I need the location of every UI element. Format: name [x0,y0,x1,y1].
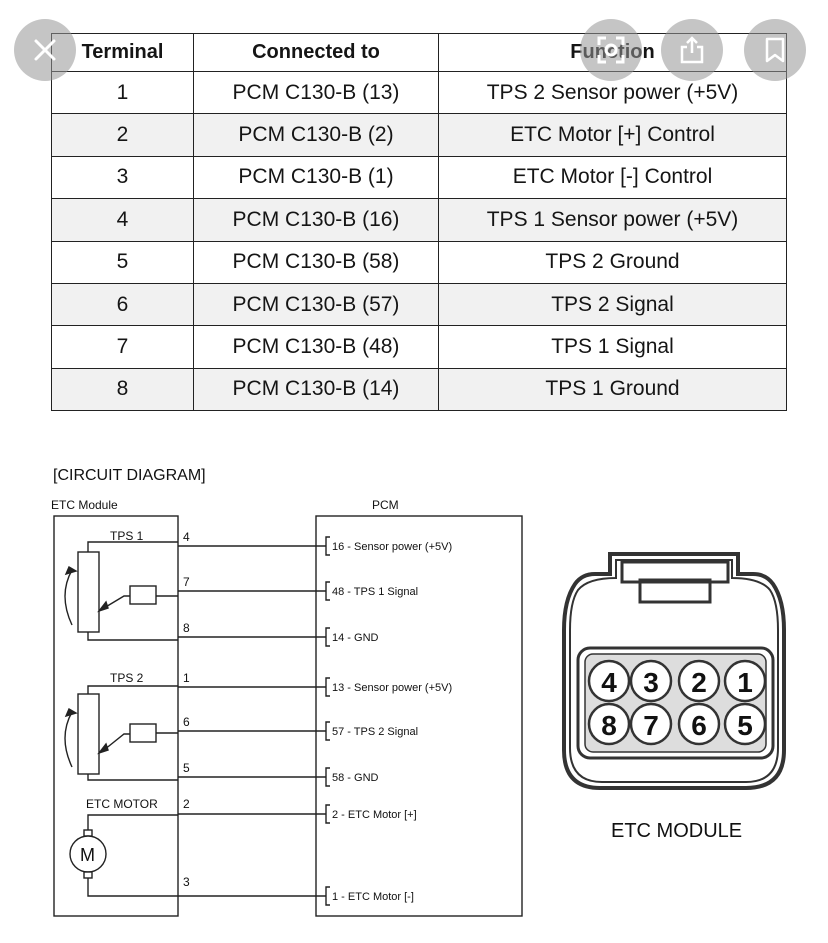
table-row: 2 PCM C130-B (2) ETC Motor [+] Control [51,113,787,157]
pin-number: 6 [691,710,707,741]
wire-pcm-label: 1 - ETC Motor [-] [332,891,414,903]
table-row: 6 PCM C130-B (57) TPS 2 Signal [51,282,787,327]
header-connected-to: Connected to [193,33,439,72]
wire-pin: 2 [183,797,190,811]
cell-terminal: 3 [51,155,194,200]
lens-button[interactable] [580,19,642,81]
wire-pin: 8 [183,621,190,635]
wire: 1 13 - Sensor power (+5V) [178,671,452,697]
cell-function: TPS 1 Signal [438,325,787,369]
connector-pin [723,659,767,703]
wire: 4 16 - Sensor power (+5V) [178,530,452,556]
cell-terminal: 4 [51,198,194,242]
connector-pin [587,659,631,703]
cell-function: ETC Motor [-] Control [438,155,787,200]
wire-pin: 1 [183,671,190,685]
wires: 4 16 - Sensor power (+5V) 7 48 - TPS 1 S… [178,530,452,906]
tps1-sensor: TPS 1 [64,529,178,641]
table-row: 3 PCM C130-B (1) ETC Motor [-] Control [51,155,787,200]
wire: 5 58 - GND [178,761,379,787]
tps1-label: TPS 1 [110,529,144,543]
close-icon [34,39,56,61]
table-row: 8 PCM C130-B (14) TPS 1 Ground [51,367,787,412]
wire: 6 57 - TPS 2 Signal [178,715,418,741]
etc-module-label: ETC Module [51,498,118,512]
cell-terminal: 6 [51,282,194,327]
wire-pcm-label: 57 - TPS 2 Signal [332,726,418,738]
etc-motor-label: ETC MOTOR [86,797,158,811]
pcm-box [315,515,523,917]
wire-pcm-label: 2 - ETC Motor [+] [332,809,417,821]
etc-connector: 4 3 2 1 8 7 6 5 [562,552,786,790]
wire-pcm-label: 14 - GND [332,632,379,644]
cell-function: TPS 1 Ground [438,367,787,412]
wire: 8 14 - GND [178,621,379,647]
wire: 7 48 - TPS 1 Signal [178,575,418,601]
cell-terminal: 5 [51,240,194,284]
cell-connected-to: PCM C130-B (13) [193,70,439,115]
wire-pin: 5 [183,761,190,775]
pin-number: 1 [737,667,753,698]
tps2-label: TPS 2 [110,671,144,685]
connector-pin [587,702,631,746]
cell-terminal: 1 [51,70,194,115]
table-row: 4 PCM C130-B (16) TPS 1 Sensor power (+5… [51,198,787,242]
cell-connected-to: PCM C130-B (1) [193,155,439,200]
circuit-diagram: [CIRCUIT DIAGRAM] ETC Module PCM TPS 1 T… [51,467,786,917]
wire-pin: 3 [183,875,190,889]
bookmark-icon [765,37,785,63]
wire: 2 2 - ETC Motor [+] [178,797,417,824]
cell-connected-to: PCM C130-B (16) [193,198,439,242]
connector-caption: ETC MODULE [611,820,742,842]
pin-number: 8 [601,710,617,741]
terminal-table: Terminal Connected to Function 1 PCM C13… [51,33,787,412]
etc-motor: ETC MOTOR M [69,797,178,897]
cell-terminal: 2 [51,113,194,157]
cell-connected-to: PCM C130-B (2) [193,113,439,157]
motor-letter: M [80,845,95,865]
pin-number: 3 [643,667,659,698]
wire-pcm-label: 16 - Sensor power (+5V) [332,541,452,553]
wire: 3 1 - ETC Motor [-] [178,875,414,906]
diagram-title: [CIRCUIT DIAGRAM] [53,467,206,484]
share-icon [680,36,704,64]
cell-function: ETC Motor [+] Control [438,113,787,157]
pin-number: 5 [737,710,753,741]
lens-icon [597,36,625,64]
table-row: 1 PCM C130-B (13) TPS 2 Sensor power (+5… [51,70,787,115]
table-row: 7 PCM C130-B (48) TPS 1 Signal [51,325,787,369]
pin-number: 4 [601,667,617,698]
cell-function: TPS 2 Ground [438,240,787,284]
etc-module-box [53,515,179,917]
wire-pin: 7 [183,575,190,589]
cell-connected-to: PCM C130-B (57) [193,282,439,327]
close-button[interactable] [14,19,76,81]
bookmark-button[interactable] [744,19,806,81]
cell-connected-to: PCM C130-B (58) [193,240,439,284]
cell-connected-to: PCM C130-B (48) [193,325,439,369]
wire-pin: 4 [183,530,190,544]
cell-function: TPS 2 Signal [438,282,787,327]
pin-number: 7 [643,710,659,741]
connector-pin [723,702,767,746]
pin-number: 2 [691,667,707,698]
table-row: 5 PCM C130-B (58) TPS 2 Ground [51,240,787,284]
share-button[interactable] [661,19,723,81]
pcm-label: PCM [372,498,399,512]
cell-terminal: 8 [51,367,194,412]
wire-pin: 6 [183,715,190,729]
connector-pin [677,702,721,746]
connector-pin [677,659,721,703]
wire-pcm-label: 58 - GND [332,772,379,784]
connector-pin [629,702,673,746]
cell-function: TPS 1 Sensor power (+5V) [438,198,787,242]
cell-terminal: 7 [51,325,194,369]
wire-pcm-label: 48 - TPS 1 Signal [332,586,418,598]
cell-connected-to: PCM C130-B (14) [193,367,439,412]
connector-pin [629,659,673,703]
wire-pcm-label: 13 - Sensor power (+5V) [332,682,452,694]
tps2-sensor: TPS 2 [64,671,178,781]
